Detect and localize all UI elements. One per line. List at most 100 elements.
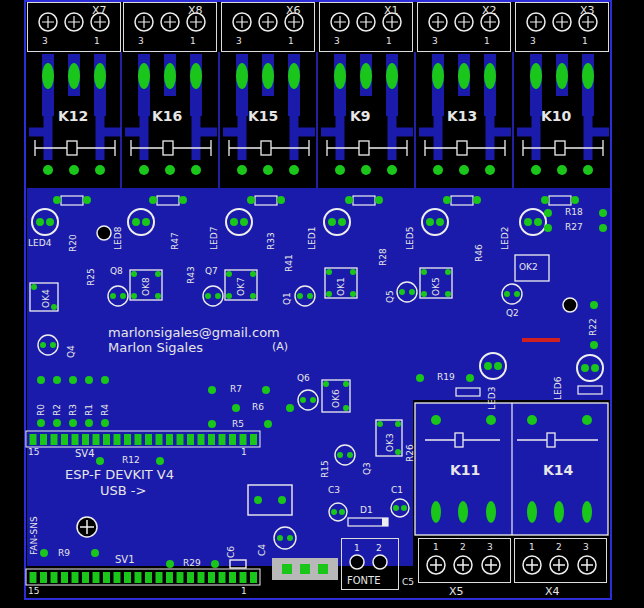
optocoupler-pad [155,271,161,277]
transistor-symbol [38,282,522,465]
resistor-label: R43 [186,266,196,284]
terminal-label: X8 [188,5,203,18]
transistor-symbol [397,282,417,302]
resistor-label: R25 [86,268,96,286]
transistor-pad [120,293,126,299]
connector-symbol [282,564,292,574]
jumper-wire [522,338,560,342]
relay-symbol [431,415,441,425]
resistor-label: R47 [170,232,180,250]
transistor-pad [504,291,510,297]
resistor-label: R29 [183,558,201,568]
resistor-pad [262,386,270,394]
pin-number: 1 [582,36,588,46]
terminal-screw [350,555,364,569]
optocoupler-pad [155,293,161,299]
led-label: LED2 [500,227,510,250]
optocoupler-pad [343,405,349,411]
pin-number: 3 [583,542,589,552]
transistor-pad [110,293,116,299]
optocoupler-label: OK2 [519,262,538,272]
pin-number: 3 [138,36,144,46]
relay-label: K15 [248,108,278,124]
relay-label: K13 [447,108,477,124]
resistor-pad [91,549,99,557]
optocoupler-pad [326,291,332,297]
transistor-pad [40,289,520,458]
relay-symbol [425,439,598,440]
optocoupler-outline [130,270,162,300]
resistor-label: R19 [437,372,455,382]
pin-number: 1 [433,542,439,552]
relay-channels [121,13,217,235]
pin-number: 1 [386,36,392,46]
resistor-pad [208,420,216,428]
transistor-label: Q5 [385,290,395,303]
pin-number: 3 [487,542,493,552]
led-label: LED1 [307,227,317,250]
optocoupler-pad [323,381,329,387]
resistor-pad [599,224,607,232]
optocoupler-pad [445,291,451,297]
terminal-block: X231 [417,2,511,52]
optocoupler-pad [51,304,57,310]
optocoupler-pad [326,269,332,275]
transistor-pad [40,342,46,348]
resistor-pad [53,419,61,427]
transistor-pad [337,452,343,458]
relay-label: K16 [152,108,182,124]
capacitor-symbol [391,499,409,517]
led-label: LED7 [209,227,219,250]
board-outline [25,1,611,599]
transistor-label: Q8 [110,266,123,276]
resistor-pad [599,209,607,217]
terminal-label: X4 [545,586,560,599]
transistor-pad [409,289,415,295]
relay-channels [317,13,413,235]
pin-number: 1 [241,586,247,596]
capacitor-symbol [329,503,347,521]
relay-symbol [582,415,592,425]
relay-symbol [431,501,441,523]
optocoupler-pad [395,449,401,455]
terminal-screw [373,555,387,569]
capacitor-pad [331,509,337,515]
pin-number: 1 [94,36,100,46]
transistor-symbol [502,284,522,304]
optocoupler-pad [250,271,256,277]
resistor-pad [53,376,61,384]
pin-header [33,572,254,583]
optocoupler-outline [325,268,357,298]
optocoupler-outline [30,255,549,456]
mounting-hole [77,226,577,537]
terminal-label: X3 [580,5,595,18]
silkscreen-note: ESP-F DEVKIT V4 [65,468,174,483]
capacitor-pad [339,509,345,515]
resistor-label: R22 [588,318,598,336]
pin-number: 2 [460,542,466,552]
optocoupler-outline [30,283,58,311]
resistor-pad [37,209,607,568]
pin-number: 1 [529,542,535,552]
silkscreen-note: Marlon Sigales [108,341,203,356]
pin-header [26,431,260,585]
led-symbol [591,364,599,372]
transistor-symbol [203,286,223,306]
resistor-pad [590,341,598,349]
capacitor-pad [277,535,283,541]
capacitor-symbol [248,485,292,515]
resistor-pad [101,376,109,384]
optocoupler-pad [31,284,37,290]
transistor-pad [205,293,211,299]
capacitor-label: C6 [226,546,236,558]
optocoupler-pad [445,269,451,275]
led-label: LED5 [405,227,415,250]
resistor-pad [416,374,424,382]
relay-label: K9 [350,108,371,124]
optocoupler-outline [322,380,350,412]
led-symbol [577,355,603,381]
transistor-label: Q1 [282,292,292,305]
led-symbol [484,362,492,370]
pin-number: 1 [241,447,247,457]
